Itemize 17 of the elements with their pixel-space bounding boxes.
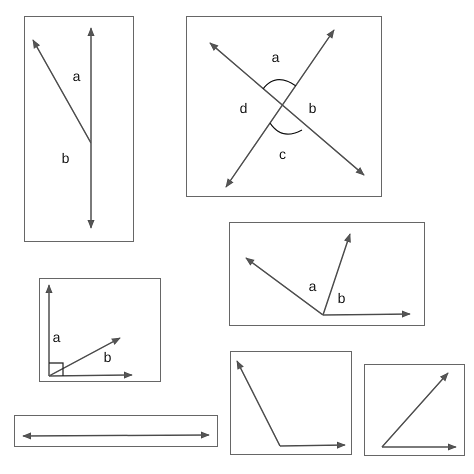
angle-panel bbox=[364, 364, 465, 456]
angle-panel bbox=[229, 222, 425, 326]
angle-panel bbox=[186, 16, 382, 197]
angle-panel bbox=[39, 278, 161, 382]
angle-label: c bbox=[279, 146, 286, 160]
angle-label: b bbox=[338, 290, 346, 304]
angle-label: a bbox=[72, 68, 80, 82]
angle-label: d bbox=[240, 100, 248, 114]
angle-label: b bbox=[62, 150, 70, 164]
angle-label: b bbox=[104, 350, 112, 364]
angle-label: a bbox=[52, 330, 60, 344]
angle-panel bbox=[14, 415, 218, 447]
angle-panel bbox=[24, 16, 134, 242]
angle-label: a bbox=[272, 50, 280, 64]
angle-label: a bbox=[308, 278, 316, 292]
angle-panel bbox=[230, 351, 352, 455]
angle-label: b bbox=[308, 100, 316, 114]
